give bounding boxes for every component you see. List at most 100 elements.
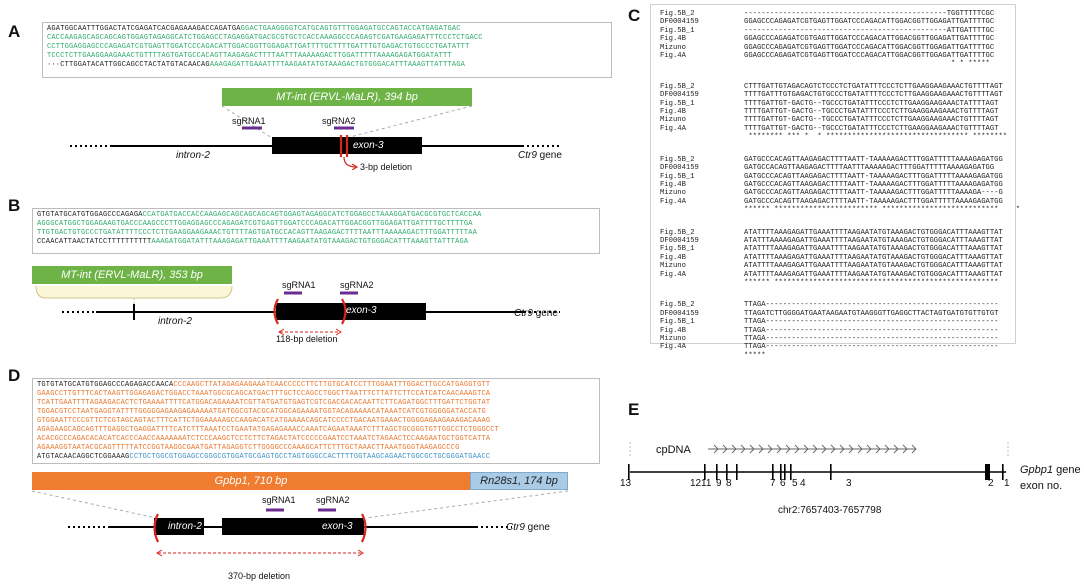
sequence-name: Fig.5B_1: [660, 99, 695, 108]
deletion-label-b: 118-bp deletion: [276, 334, 338, 344]
sequence-segment-black: ATGTACAACAGGCTCGGAAAG: [37, 453, 130, 461]
sequence-line: AGAGAAGCAGCAGTTTGAGGCTGAGGATTTTCATCTTTAA…: [37, 426, 595, 435]
aligned-sequence: GGAGCCCAGAGATCGTGAGTTGGATCCCAGACATTGGACG…: [744, 35, 995, 44]
cpdna-arrow: [740, 444, 746, 454]
aligned-sequence: GATGCCCACAGTTAAGAGACTTTTAATT-TAAAAAGACTT…: [744, 189, 1003, 198]
sequence-segment-black: TGTGTATGCATGTGGAGCCCAGAGACCAACA: [37, 381, 174, 389]
exon-number: 5: [792, 478, 798, 489]
sequence-segment-orange: GTGGAATTCCCGTTCTCGTAGCAGTACTTTCATTCTGGAA…: [37, 417, 491, 425]
exon-tick: [784, 464, 786, 480]
exon-tick: [790, 464, 792, 480]
sequence-name: DF0004159: [660, 309, 699, 318]
sequence-box-b: GTGTATGCATGTGGAGCCCAGAGACCATGATGACCACCAA…: [32, 208, 600, 254]
exon-tick: [716, 464, 718, 480]
cpdna-arrow: [857, 444, 863, 454]
sequence-segment-green: CCATGATGACCACCAAGAGCAGCAGCAGCAGTGGAGTAGA…: [142, 211, 482, 219]
aligned-sequence: TTAGA-----------------------------------…: [744, 343, 999, 352]
aligned-sequence: GGAGCCCAGAGATCGTGAGTTGGATCCCAGACATTGGACG…: [744, 18, 995, 27]
sequence-name: DF0004159: [660, 18, 699, 27]
sequence-line: ATGTACAACAGGCTCGGAAAGCCTGCTGGCGTGGAGCCGG…: [37, 453, 595, 462]
sequence-line: GAAGCCTTGTTTCACTAAGTTGGAGAGACTGGACCTAAAT…: [37, 390, 595, 399]
aligned-sequence: ----------------------------------------…: [744, 10, 995, 18]
sequence-name: Fig.4B: [660, 108, 686, 117]
cpdna-arrow: [866, 444, 872, 454]
exon-tick: [704, 464, 706, 480]
deletion-label-d: 370-bp deletion: [228, 571, 291, 581]
sequence-name: Fig.4A: [660, 343, 686, 352]
alignment-row: Fig.4B GGAGCCCAGAGATCGTGAGTTGGATCCCAGACAT…: [660, 35, 1020, 43]
insert-bar-rn28s1: [470, 472, 568, 490]
gene-diagram-a: [70, 105, 560, 170]
exon-number: 7: [770, 478, 776, 489]
conservation-row: *****: [660, 352, 1020, 360]
sequence-segment-orange: AGAGAAGCAGCAGTTTGAGGCTGAGGATTTTCATCTTTAA…: [37, 426, 500, 434]
sequence-name: Mizuno: [660, 262, 686, 271]
sequence-segment-green: AGGGCATGGCTGGAGAAGTGACCCAAGCCCTTGGAGGAGC…: [37, 220, 473, 229]
exon-tick: [628, 464, 630, 480]
sequence-name: Fig.5B_2: [660, 155, 695, 164]
gene-diagram-e: [628, 442, 1009, 480]
exon-number: 9: [716, 478, 722, 489]
sequence-line: AGATGGCAATTTGGACTATCGAGATCACGAGAAAGACCAG…: [47, 25, 607, 34]
exon-label-a: exon-3: [353, 140, 384, 151]
aligned-sequence: ----------------------------------------…: [744, 26, 995, 35]
aligned-sequence: ATATTTTAAAGAGATTGAAATTTTAAGAATATGTAAAGAC…: [744, 245, 1003, 254]
insert-label-b: MT-int (ERVL-MaLR), 353 bp: [61, 269, 203, 281]
aligned-sequence: CTTTGATTGTAGACAGTCTCCCTCTGATATTTCCCTCTTG…: [744, 82, 1003, 91]
sequence-line: ···CTTGGATACATTGGCAGCCTACTATGTACAACAGAAA…: [47, 61, 607, 70]
sequence-name: Fig.4B: [660, 35, 686, 44]
sequence-line: GTGGAATTCCCGTTCTCGTAGCAGTACTTTCATTCTGGAA…: [37, 417, 595, 426]
intron-label-b: intron-2: [158, 316, 192, 327]
cpdna-arrow: [911, 444, 917, 454]
sequence-name: Fig.5B_2: [660, 82, 695, 91]
cpdna-arrow: [776, 444, 782, 454]
conservation-row: ****** ************************ ********…: [660, 206, 1020, 214]
alignment-row: Fig.4A TTTTGATTGT-GACTG--TGCCCTGATATTTCCC…: [660, 125, 1020, 133]
cpdna-arrow: [803, 444, 809, 454]
alignment-group: Fig.5B_2 CTTTGATTGTAGACAGTCTCCCTCTGATATTT…: [660, 83, 1020, 142]
aligned-sequence: TTTTGATTGT-GACTG--TGCCCTGATATTTCCCTCTTGA…: [744, 124, 999, 133]
aligned-sequence: ATATTTTAAAGAGATTGAAATTTTAAGAATATGTAAAGAC…: [744, 270, 1003, 279]
sequence-line: TGGACGTCCTAATGAGGTATTTTGGGGGAGAAGAGAAAAA…: [37, 408, 595, 417]
cpdna-arrow: [812, 444, 818, 454]
sequence-name: Mizuno: [660, 43, 686, 52]
alignment-row: Fig.5B_2 GATGCCCACAGTTAAGAGACTTTTAATT-TAA…: [660, 156, 1020, 164]
sequence-line: CCAACATTAACTATCCTTTTTTTTTTAAAGATGGATATTT…: [37, 238, 595, 247]
exon-tick: [780, 464, 782, 480]
alignment-row: Fig.5B_1--------------------------------…: [660, 27, 1020, 35]
sequence-segment-black: ···CTTGGATACATTGGCAGCCTACTATGTACAACAG: [47, 61, 210, 70]
sequence-segment-orange: AGAAAGGTAATACGCAGTTTTTATCCGGTAAGGCGAATGA…: [37, 444, 460, 452]
sequence-name: Fig.4A: [660, 124, 686, 133]
cpdna-arrow: [893, 444, 899, 454]
sequence-segment-green: CCTTGGAGGAGCCCAGAGATCGTGAGTTGGATCCCAGACA…: [47, 43, 470, 52]
sequence-name: DF0004159: [660, 236, 699, 245]
exon-number: 3: [846, 478, 852, 489]
insert-label-a: MT-int (ERVL-MaLR), 394 bp: [276, 91, 418, 103]
exon-tick: [1002, 464, 1004, 480]
sequence-segment-blue: CCTGCTGGCGTGGAGCCGGGCGTGGATGCGAGTGCCTAGT…: [129, 453, 491, 461]
sequence-segment-orange: ACACGCCCAGACACACATCACCCAACCAAAAAAATCTCCC…: [37, 435, 491, 443]
cpdna-arrow: [902, 444, 908, 454]
panel-letter-b: B: [8, 196, 21, 215]
insert-label-rn28s1: Rn28s1, 174 bp: [480, 475, 558, 487]
aligned-sequence: ATATTTTAAAGAGATTGAAATTTTAAGAATATGTAAAGAC…: [744, 253, 1003, 262]
cpdna-arrow: [848, 444, 854, 454]
conservation-stars: ******** *** * * ***********************…: [744, 133, 1008, 142]
aligned-sequence: GATGCCCACAGTTAAGAGACTTTTAATT-TAAAAAGACTT…: [744, 155, 1003, 164]
sequence-name: Fig.4A: [660, 197, 686, 206]
cpdna-arrow: [758, 444, 764, 454]
exon-number: 1: [1004, 478, 1010, 489]
sequence-line: TTGTGACTGTGCCCTGATATTTTCCCTCTTGAAGGAAGAA…: [37, 229, 595, 238]
conservation-stars: *****: [744, 351, 766, 360]
